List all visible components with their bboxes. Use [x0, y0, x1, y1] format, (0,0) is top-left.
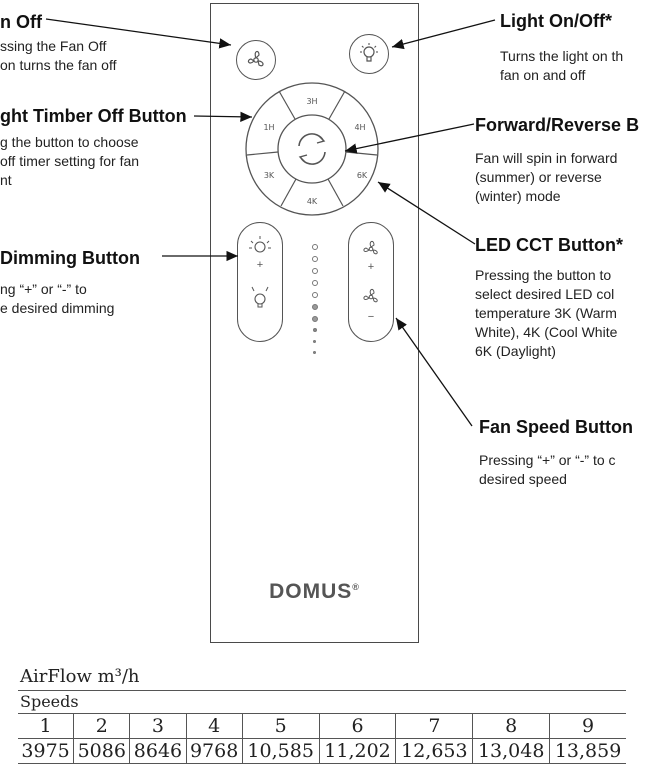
- brand-mark: ®: [352, 582, 360, 592]
- airflow-value-cell: 10,585: [241, 738, 320, 764]
- speeds-row: 1 2 3 4 5 6 7 8 9: [18, 714, 626, 739]
- remote-control: 3H 4H 6K 4K 3K 1H: [210, 3, 419, 643]
- fan-off-desc-line-2: on turns the fan off: [0, 57, 117, 73]
- speed-minus-label: −: [367, 311, 375, 323]
- ring-label-bottom[interactable]: 4K: [307, 197, 318, 206]
- fan-icon: [247, 50, 264, 67]
- airflow-table: AirFlow m³/h Speeds 1 2 3 4 5 6 7 8 9 39…: [18, 664, 626, 764]
- speed-icons: [363, 240, 378, 303]
- ring-control: 3H 4H 6K 4K 3K 1H: [245, 82, 379, 216]
- forward-reverse-desc-line-1: Fan will spin in forward: [475, 150, 618, 166]
- speed-dot: [312, 256, 318, 262]
- airflow-value-cell: 5086: [73, 738, 131, 764]
- ring-label-top[interactable]: 3H: [306, 97, 317, 106]
- dimming-desc-line-2: e desired dimming: [0, 300, 115, 316]
- speed-cell: 2: [73, 714, 131, 739]
- speed-dot: [312, 316, 318, 322]
- airflow-value-cell: 9768: [185, 738, 243, 764]
- airflow-value-cell: 13,048: [472, 738, 551, 764]
- led-cct-desc-line-5: 6K (Daylight): [475, 343, 556, 359]
- fan-speed-down-icon[interactable]: [363, 288, 378, 303]
- light-onoff-title: Light On/Off*: [500, 11, 612, 31]
- ring-label-top-right[interactable]: 4H: [354, 123, 365, 132]
- forward-reverse-desc-line-3: (winter) mode: [475, 188, 561, 204]
- arrow-fan-off: [45, 18, 232, 49]
- speed-dot: [312, 280, 318, 286]
- fan-speed-desc-line-1: Pressing “+” or “-” to c: [479, 452, 616, 468]
- light-timer-desc-line-1: g the button to choose: [0, 134, 139, 150]
- dimming-icons: [249, 236, 271, 308]
- fan-off-button[interactable]: [236, 40, 276, 80]
- light-timer-title: ght Timber Off Button: [0, 106, 187, 126]
- arrow-led-cct: [377, 181, 476, 245]
- led-cct-desc-line-2: select desired LED col: [475, 286, 615, 302]
- speed-cell: 8: [472, 714, 551, 739]
- arrow-light-timer: [193, 111, 253, 122]
- speed-dot: [313, 328, 317, 332]
- bright-bulb-icon[interactable]: [249, 236, 271, 253]
- forward-reverse-title: Forward/Reverse B: [475, 115, 640, 135]
- speed-dot: [312, 292, 318, 298]
- led-cct-desc-line-1: Pressing the button to: [475, 267, 612, 283]
- dimming-plus-label: +: [256, 259, 264, 271]
- speed-dot: [312, 244, 318, 250]
- airflow-subtitle: Speeds: [18, 691, 626, 714]
- speed-cell: 5: [241, 714, 320, 739]
- airflow-title: AirFlow m³/h: [18, 664, 626, 691]
- dimming-desc-line-1: ng “+” or “-” to: [0, 281, 87, 297]
- values-row: 3975 5086 8646 9768 10,585 11,202 12,653…: [18, 738, 626, 764]
- brand-logo: DOMUS®: [211, 580, 418, 604]
- speed-dot: [313, 351, 316, 354]
- speed-dot: [313, 340, 316, 343]
- dimming-title: Dimming Button: [0, 248, 140, 268]
- airflow-value-cell: 3975: [18, 738, 75, 764]
- airflow-grid: 1 2 3 4 5 6 7 8 9 3975 5086 8646 9768 10…: [18, 714, 626, 764]
- callout-arrows: [45, 18, 496, 427]
- light-onoff-desc-line-2: fan on and off: [500, 67, 586, 83]
- forward-reverse-icon[interactable]: [298, 133, 326, 165]
- airflow-value-cell: 8646: [129, 738, 187, 764]
- speed-cell: 1: [18, 714, 75, 739]
- fan-speed-up-icon[interactable]: [363, 240, 378, 255]
- light-onoff-button[interactable]: [349, 34, 389, 74]
- dim-bulb-icon[interactable]: [251, 286, 269, 308]
- arrow-light-onoff: [391, 19, 496, 50]
- bulb-icon: [360, 43, 378, 62]
- light-onoff-desc-line-1: Turns the light on th: [500, 48, 624, 64]
- fan-off-title: n Off: [0, 12, 42, 32]
- led-cct-title: LED CCT Button*: [475, 235, 623, 255]
- light-timer-desc-line-2: off timer setting for fan: [0, 153, 140, 169]
- arrow-fan-speed: [395, 317, 473, 427]
- speed-pill: + −: [348, 222, 394, 342]
- fan-speed-title: Fan Speed Button: [479, 417, 633, 437]
- arrow-forward-reverse: [344, 123, 475, 154]
- forward-reverse-desc-line-2: (summer) or reverse: [475, 169, 602, 185]
- ring-label-left[interactable]: 3K: [264, 171, 275, 180]
- speed-cell: 3: [129, 714, 187, 739]
- speed-cell: 6: [318, 714, 397, 739]
- led-cct-desc-line-3: temperature 3K (Warm: [475, 305, 617, 321]
- speed-cell: 4: [185, 714, 243, 739]
- speed-plus-label: +: [367, 261, 375, 273]
- speed-dot: [312, 304, 318, 310]
- fan-off-desc-line-1: ssing the Fan Off: [0, 38, 107, 54]
- light-timer-desc-line-3: nt: [0, 172, 12, 188]
- speed-dot: [312, 268, 318, 274]
- dimming-pill: +: [237, 222, 283, 342]
- ring-label-top-left[interactable]: 1H: [263, 123, 274, 132]
- led-cct-desc-line-4: White), 4K (Cool White: [475, 324, 618, 340]
- speed-cell: 9: [549, 714, 626, 739]
- speed-cell: 7: [395, 714, 474, 739]
- airflow-value-cell: 12,653: [395, 738, 474, 764]
- airflow-value-cell: 11,202: [318, 738, 397, 764]
- fan-speed-desc-line-2: desired speed: [479, 471, 567, 487]
- airflow-value-cell: 13,859: [549, 738, 626, 764]
- brand-name: DOMUS: [269, 580, 353, 603]
- ring-label-right[interactable]: 6K: [357, 171, 368, 180]
